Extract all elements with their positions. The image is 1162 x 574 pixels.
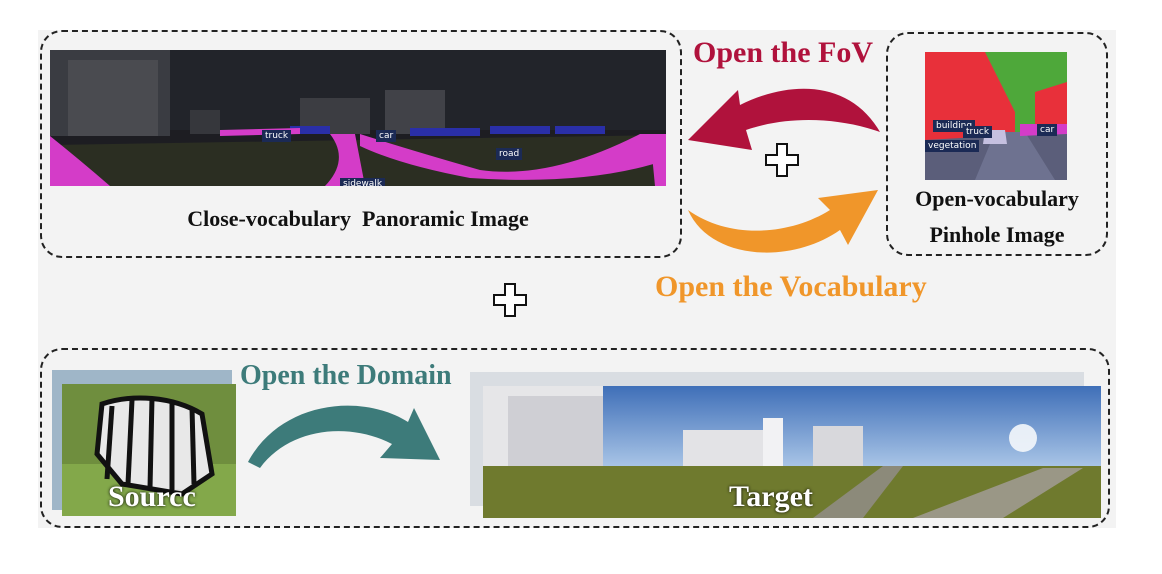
panorama-tag-road: road (496, 148, 523, 160)
domain-arrow (248, 405, 440, 468)
domain-panel (40, 348, 1110, 528)
pinhole-tag-truck: truck (963, 126, 993, 138)
panorama-tag-sidewalk: sidewalk (340, 178, 386, 186)
target-label: Target (729, 480, 813, 513)
source-zebra-image: Sourcc (62, 384, 236, 516)
panorama-tag-truck: truck (262, 130, 292, 142)
pinhole-panel (886, 32, 1108, 256)
segmented-pinhole-image: building truck car vegetation (925, 52, 1067, 180)
panorama-caption: Close-vocabulary Panoramic Image (187, 206, 529, 231)
pinhole-caption-line1: Open-vocabulary (915, 186, 1079, 211)
pinhole-caption-line2: Pinhole Image (929, 222, 1065, 247)
open-domain-label: Open the Domain (240, 360, 452, 391)
target-panorama-image: Target (483, 386, 1101, 518)
segmented-panorama-image: truck car road sidewalk (50, 50, 666, 186)
fov-arrow (688, 88, 880, 150)
panorama-panel (40, 30, 682, 258)
open-fov-label: Open the FoV (693, 36, 873, 69)
source-label: Sourcc (108, 480, 196, 513)
pinhole-tag-car: car (1037, 124, 1058, 136)
plus-icon (493, 283, 527, 317)
pinhole-tag-vegetation: vegetation (925, 140, 980, 152)
plus-icon (765, 143, 799, 177)
cycle-arrows (688, 88, 880, 253)
panorama-tag-car: car (376, 130, 397, 142)
vocabulary-arrow (688, 190, 878, 253)
open-vocabulary-label: Open the Vocabulary (655, 270, 927, 303)
